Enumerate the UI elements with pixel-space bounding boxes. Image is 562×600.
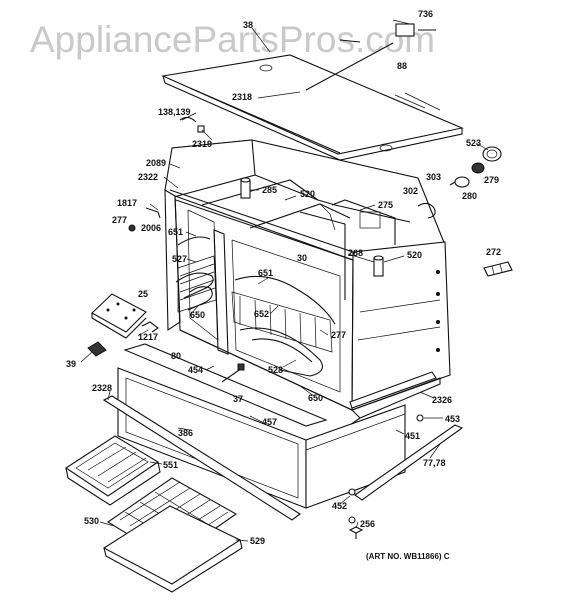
part-label-285: 285	[262, 185, 277, 195]
part-label-272: 272	[486, 247, 501, 257]
part-label-650-upper: 650	[190, 310, 205, 320]
part-label-650-lower: 650	[308, 393, 323, 403]
terminal-block-272	[483, 261, 513, 277]
part-label-2318: 2318	[232, 92, 252, 102]
part-label-451: 451	[405, 431, 420, 441]
part-label-2328: 2328	[92, 383, 112, 393]
part-label-457: 457	[262, 417, 277, 427]
clip-138-139	[179, 116, 205, 133]
part-label-454: 454	[188, 365, 203, 375]
part-label-256: 256	[360, 519, 375, 529]
part-label-527: 527	[172, 254, 187, 264]
hinge-39	[87, 341, 107, 357]
part-label-651-lower: 651	[258, 268, 273, 278]
knob-303	[449, 176, 470, 188]
part-label-453: 453	[445, 414, 460, 424]
part-label-2326: 2326	[432, 395, 452, 405]
part-label-520-top: 520	[300, 189, 315, 199]
part-label-528: 528	[268, 365, 283, 375]
lamp-socket-279	[471, 162, 485, 174]
part-label-37: 37	[233, 394, 243, 404]
part-label-80: 80	[171, 351, 181, 361]
side-rail-2326	[349, 371, 437, 409]
part-label-277-left: 277	[112, 215, 127, 225]
part-label-1817: 1817	[117, 198, 137, 208]
part-label-1217: 1217	[138, 332, 158, 342]
part-label-268: 268	[348, 248, 363, 258]
part-label-386: 386	[178, 428, 193, 438]
part-label-138-139: 138,139	[158, 107, 191, 117]
part-label-2322: 2322	[138, 172, 158, 182]
part-label-77-78: 77,78	[423, 458, 446, 468]
part-label-2089: 2089	[146, 158, 166, 168]
foot-256	[348, 526, 364, 539]
part-label-277-right: 277	[331, 330, 346, 340]
part-label-30: 30	[297, 253, 307, 263]
part-label-25: 25	[138, 289, 148, 299]
sensor-component-736	[305, 23, 436, 91]
part-label-530: 530	[84, 516, 99, 526]
part-label-2006: 2006	[141, 223, 161, 233]
part-label-551: 551	[163, 460, 178, 470]
broiler-pan-551	[65, 435, 161, 506]
watermark-text: AppliancePartsPros.com	[30, 19, 435, 60]
heating-elements	[175, 236, 336, 377]
part-label-736: 736	[418, 9, 433, 19]
lamp-cover-523	[482, 146, 502, 162]
part-label-38: 38	[243, 20, 253, 30]
part-label-2319: 2319	[192, 139, 212, 149]
part-label-520-right: 520	[407, 250, 422, 260]
part-label-651-upper: 651	[168, 227, 183, 237]
part-label-652: 652	[254, 309, 269, 319]
wire-302	[417, 202, 436, 219]
screw-1817	[145, 207, 161, 219]
part-label-279: 279	[484, 175, 499, 185]
part-label-302: 302	[403, 186, 418, 196]
thermostat-37	[221, 363, 245, 383]
part-label-452: 452	[332, 501, 347, 511]
clip-1217	[141, 321, 159, 333]
leader-lines	[80, 19, 489, 542]
part-label-523: 523	[466, 138, 481, 148]
drawer-assembly	[102, 343, 464, 524]
part-label-529: 529	[250, 536, 265, 546]
part-label-39: 39	[66, 359, 76, 369]
part-labels: 38 736 88 2318 138,139 2319 523 2089 232…	[66, 9, 501, 546]
oven-body	[164, 139, 451, 433]
bracket-25	[91, 293, 147, 339]
part-label-88: 88	[397, 61, 407, 71]
part-label-303: 303	[426, 172, 441, 182]
part-label-275: 275	[378, 200, 393, 210]
art-number: (ART NO. WB11866) C	[366, 552, 450, 561]
screw-277	[128, 224, 136, 232]
part-label-280: 280	[462, 191, 477, 201]
